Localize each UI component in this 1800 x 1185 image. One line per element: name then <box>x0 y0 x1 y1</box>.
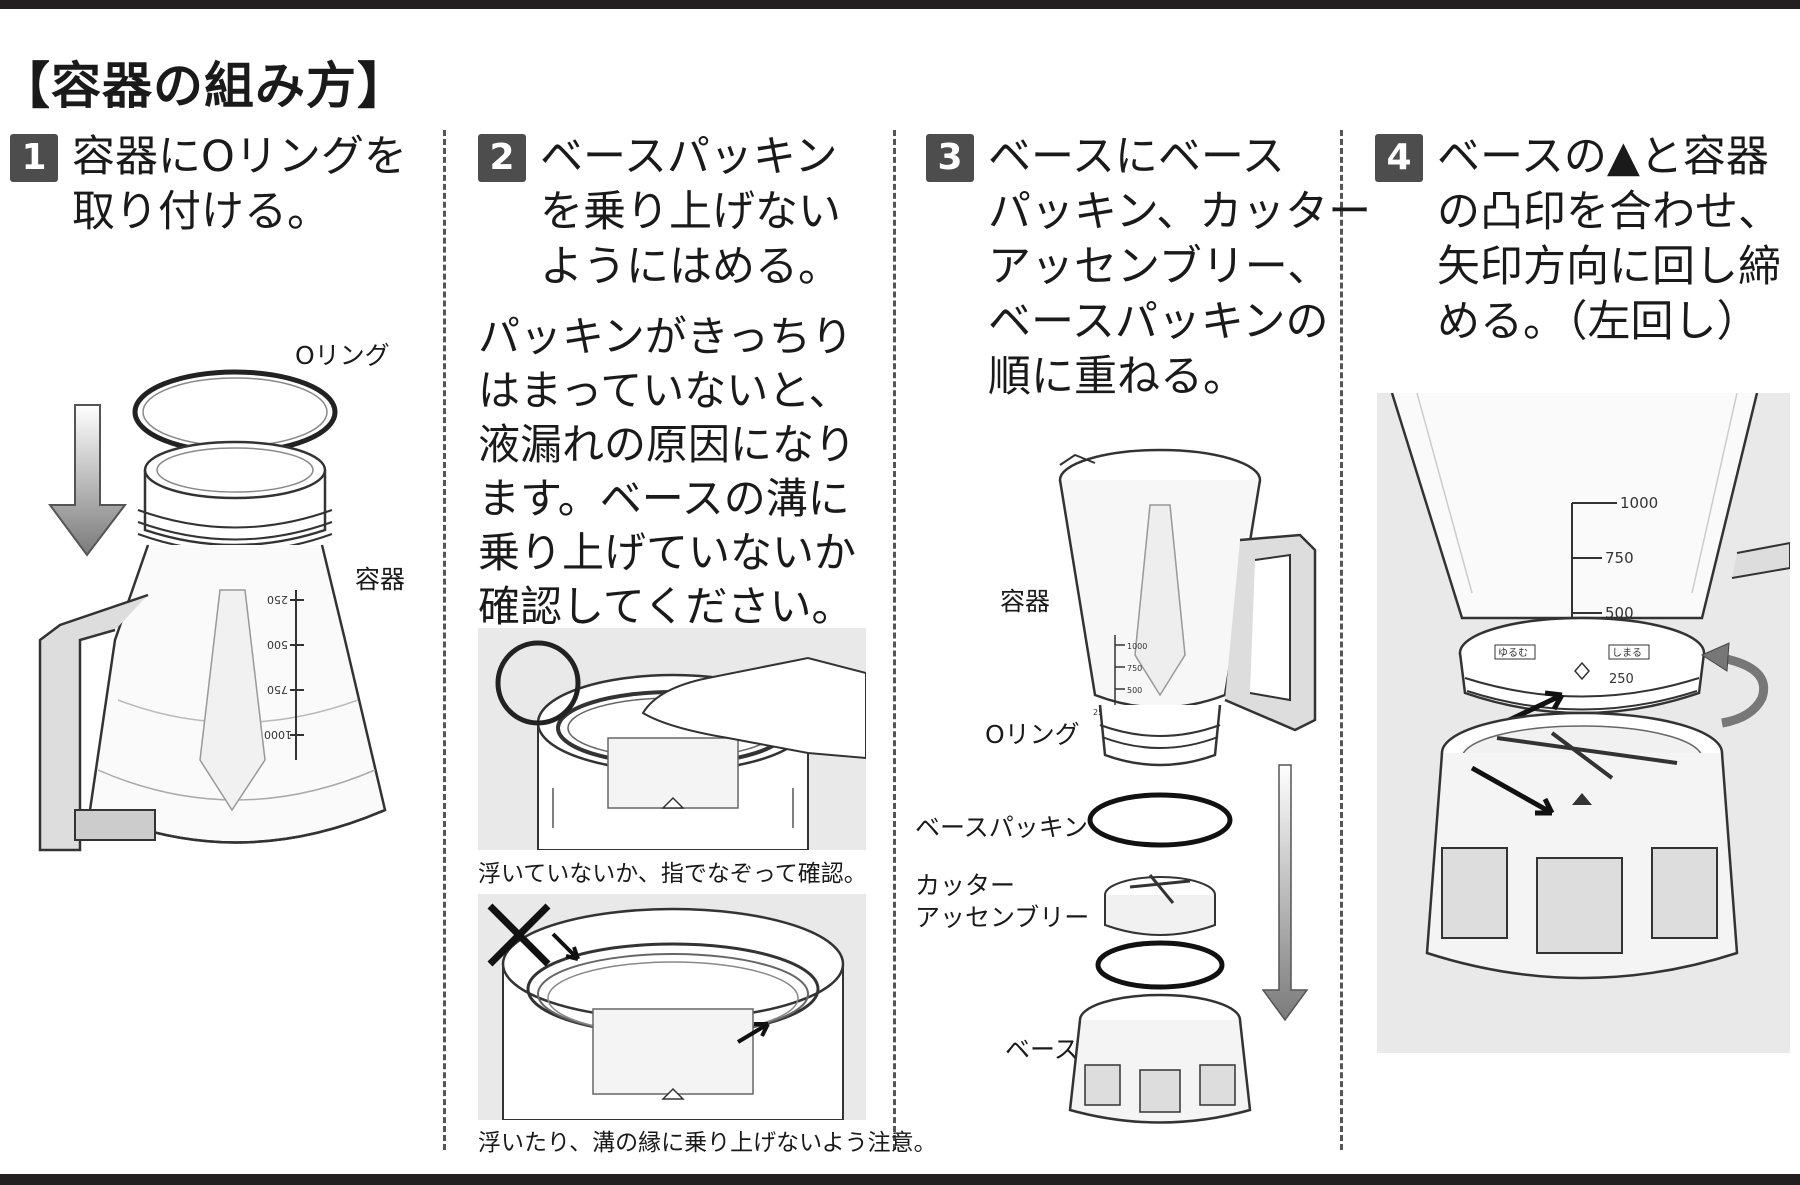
step-number-badge: 4 <box>1375 134 1423 182</box>
column-divider <box>893 130 896 1150</box>
cutter-assembly-label: カッター アッセンブリー <box>915 871 1090 932</box>
scale-label-1000: 1000 <box>264 728 292 741</box>
step-number-badge: 2 <box>478 134 526 182</box>
scale-label-750: 750 <box>267 683 288 696</box>
notch-mark-icon <box>1574 661 1590 681</box>
ok-example-illustration <box>478 628 866 850</box>
arrow-icon <box>551 932 580 961</box>
arrow-icon <box>736 1022 770 1044</box>
oring-icon <box>132 369 338 455</box>
ng-caption: 浮いたり、溝の縁に乗り上げないよう注意。 <box>478 1130 937 1156</box>
container-label: 容器 <box>1000 587 1051 616</box>
tighten-label: しまる <box>1612 647 1642 659</box>
step-2-instruction: ベースパッキン を乗り上げない ようにはめる。 <box>540 132 841 292</box>
step-number-badge: 3 <box>926 134 974 182</box>
scale-label-1000: 1000 <box>1127 642 1147 651</box>
handle-icon <box>38 593 149 852</box>
scale-label-500: 500 <box>267 638 288 651</box>
base-packing-label: ベースパッキン <box>915 813 1089 842</box>
scale-label-250: 250 <box>267 593 288 606</box>
step-4-instruction: ベースの▲と容器 の凸印を合わせ、 矢印方向に回し締 める。（左回し） <box>1437 132 1781 347</box>
oring-label: Oリング <box>295 341 390 370</box>
down-arrow-icon <box>1261 764 1309 1022</box>
down-arrow-icon <box>48 404 128 557</box>
step-number-badge: 1 <box>10 134 58 182</box>
bottom-rule <box>0 1174 1800 1185</box>
step-3-instruction: ベースにベース パッキン、カッター アッセンブリー、 ベースパッキンの 順に重ね… <box>988 132 1372 402</box>
scale-label-750: 750 <box>1605 549 1634 567</box>
column-divider <box>443 130 446 1150</box>
ng-example-illustration <box>478 894 866 1120</box>
base-packing-icon <box>1087 792 1233 848</box>
ok-circle-icon <box>495 640 581 726</box>
top-rule <box>0 0 1800 9</box>
page-title: 【容器の組み方】 <box>0 57 408 115</box>
container-label: 容器 <box>355 565 406 594</box>
loosen-label: ゆるむ <box>1498 647 1528 659</box>
cutter-blade-icon <box>1129 874 1191 904</box>
scale-label-500: 500 <box>1605 604 1634 622</box>
oring-label: Oリング <box>985 720 1080 749</box>
base-label: ベース <box>1005 1035 1079 1064</box>
cutter-blade-icon <box>1496 731 1678 780</box>
rotate-arrow-icon <box>1721 653 1768 728</box>
scale-label-500: 500 <box>1127 686 1142 695</box>
step-4-illustration: 1000 750 500 ゆるむ しまる 250 <box>1377 393 1790 1053</box>
column-divider <box>1340 130 1343 1150</box>
align-arrow-icon <box>1470 765 1555 816</box>
step-3-exploded-illustration: 1000 750 500 250 <box>1058 448 1317 1124</box>
scale-label-1000: 1000 <box>1620 494 1658 512</box>
step-2-note: パッキンがきっちり はまっていないと、 液漏れの原因になり ます。ベースの溝に … <box>478 312 857 631</box>
step-1-instruction: 容器にOリングを 取り付ける。 <box>72 132 407 237</box>
ok-caption: 浮いていないか、指でなぞって確認。 <box>478 861 867 887</box>
scale-label-250: 250 <box>1609 672 1634 687</box>
step-1-illustration: 250 500 750 1000 <box>38 369 387 852</box>
finger-icon <box>641 656 866 760</box>
scale-label-750: 750 <box>1127 664 1142 673</box>
